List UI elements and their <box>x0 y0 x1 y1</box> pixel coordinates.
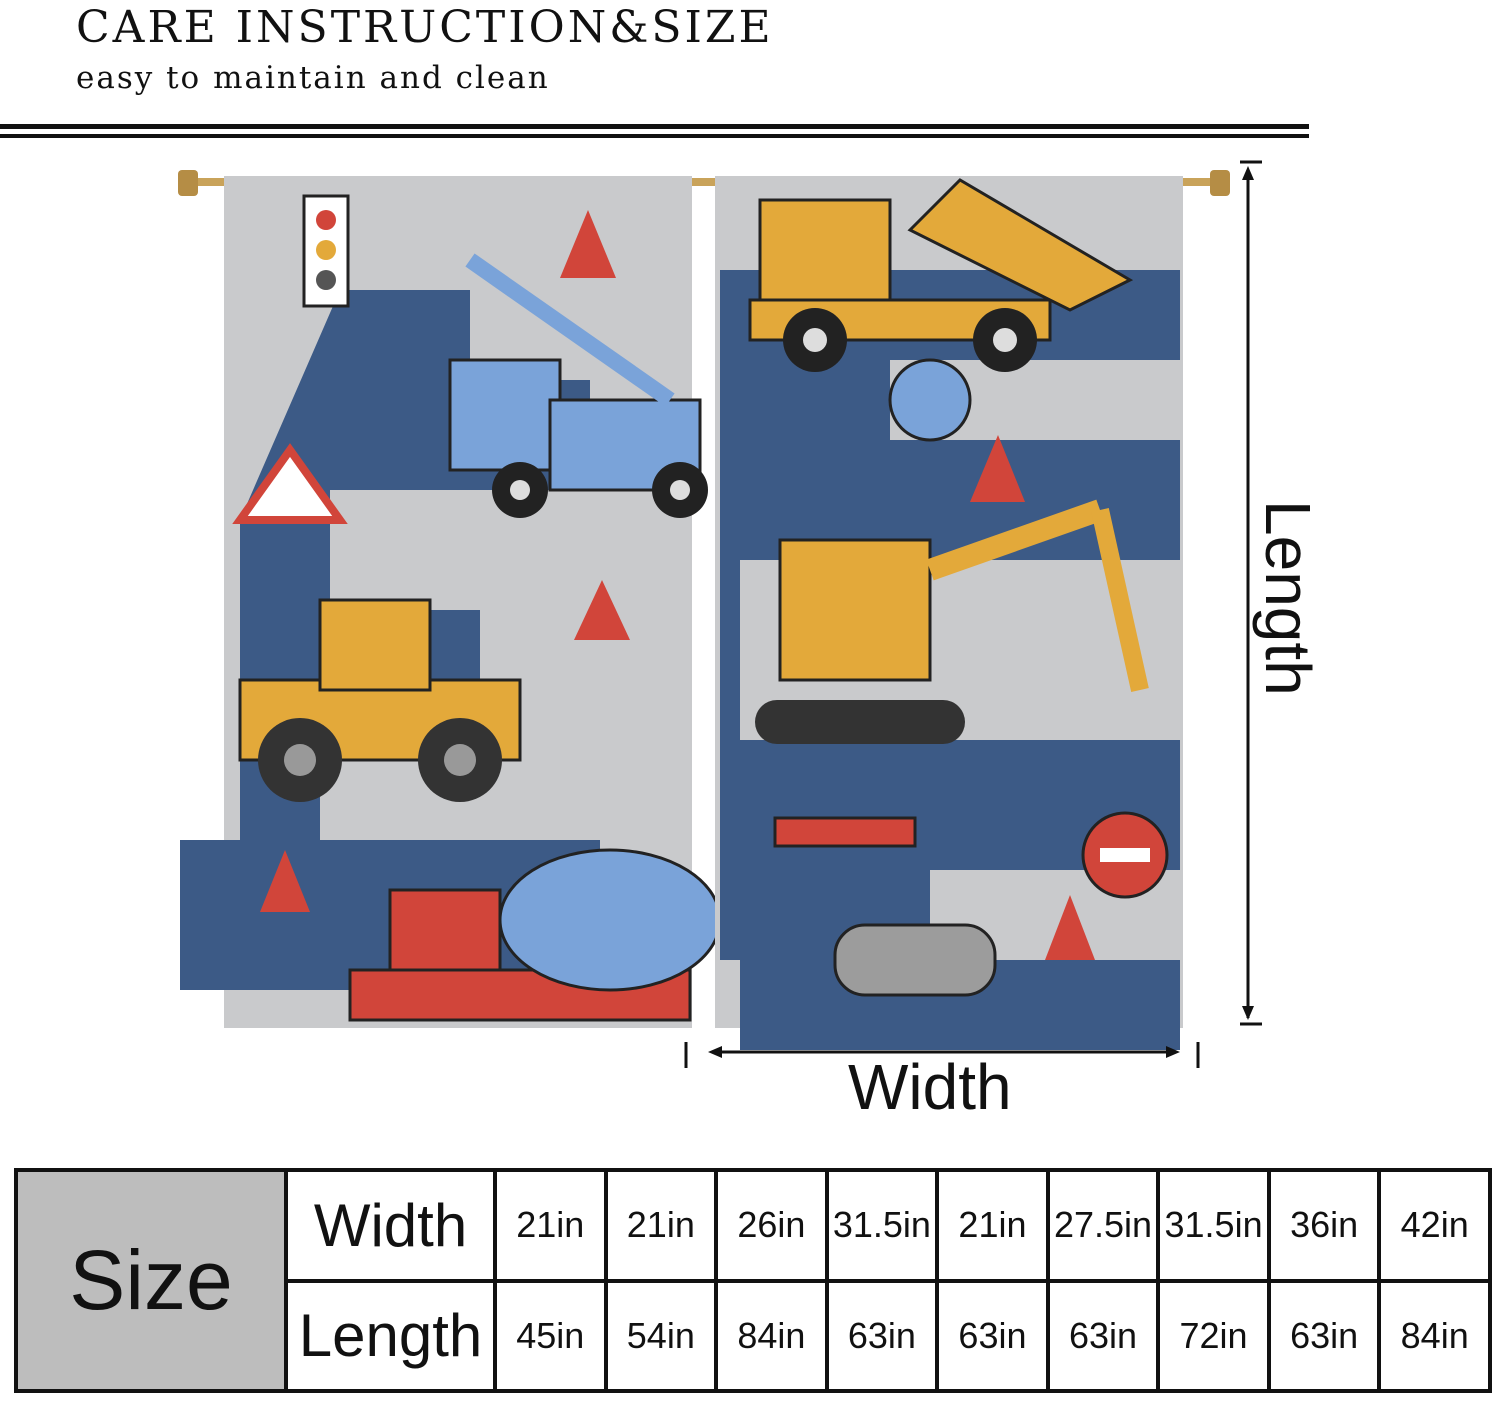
width-cell: 36in <box>1266 1168 1382 1283</box>
table-row-length: Length 45in 54in 84in 63in 63in 63in 72i… <box>16 1278 1492 1393</box>
curtain-rod <box>180 178 1230 186</box>
table-row-width: Size Width 21in 21in 26in 31.5in 21in 27… <box>14 1168 1492 1393</box>
length-cell: 84in <box>1377 1278 1492 1393</box>
curtain-panel-left <box>180 176 722 1028</box>
width-cell: 31.5in <box>1156 1168 1271 1283</box>
length-cell: 45in <box>493 1278 608 1393</box>
length-cell: 63in <box>1266 1278 1382 1393</box>
page-title: CARE INSTRUCTION&SIZE <box>76 2 774 53</box>
length-dimension-label: Length <box>1252 500 1324 696</box>
divider-line <box>0 134 1309 138</box>
size-table: Size Width 21in 21in 26in 31.5in 21in 27… <box>14 1168 1492 1393</box>
width-cell: 21in <box>935 1168 1050 1283</box>
page-subtitle: easy to maintain and clean <box>76 60 550 96</box>
rod-finial-left <box>178 170 198 196</box>
length-cell: 84in <box>714 1278 829 1393</box>
width-cell: 31.5in <box>824 1168 940 1283</box>
length-cell: 63in <box>935 1278 1050 1393</box>
length-row-label: Length <box>284 1278 497 1393</box>
width-row-label: Width <box>284 1168 497 1283</box>
curtain-panel-right <box>715 176 1183 1050</box>
width-cell: 26in <box>714 1168 829 1283</box>
length-cell: 63in <box>1045 1278 1161 1393</box>
length-cell: 54in <box>603 1278 719 1393</box>
width-cell: 27.5in <box>1045 1168 1161 1283</box>
rod-finial-right <box>1210 170 1230 196</box>
width-cell: 42in <box>1377 1168 1492 1283</box>
width-dimension-label: Width <box>848 1051 1012 1123</box>
length-cell: 72in <box>1156 1278 1271 1393</box>
length-cell: 63in <box>824 1278 940 1393</box>
size-header-cell: Size <box>14 1168 288 1393</box>
divider-line <box>0 124 1309 129</box>
width-cell: 21in <box>493 1168 608 1283</box>
width-cell: 21in <box>603 1168 719 1283</box>
curtain-product-image <box>178 170 1230 1050</box>
